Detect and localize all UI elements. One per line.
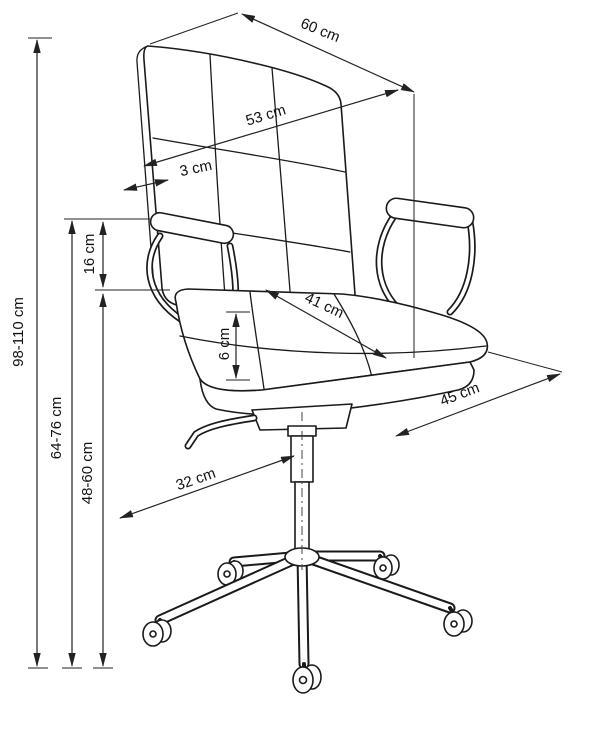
dim-seat-height: 48-60 cm [79,293,107,667]
chair-armrest-pads [149,197,475,245]
chair-backrest [136,45,357,325]
chair-armrest-frames [146,212,476,326]
dim-armrest-to-seat: 16 cm [81,221,107,288]
dim-total-height: 98-110 cm [10,39,41,667]
caster-front [292,662,322,694]
dim-total-height-label: 98-110 cm [10,297,27,367]
caster-back-left [217,560,244,586]
chair-base [142,547,473,694]
dim-cushion-thickness-label: 6 cm [216,328,233,361]
chair-illustration [136,45,489,694]
dim-backrest-thickness-label: 3 cm [178,157,213,180]
dim-backrest-width-label: 60 cm [298,15,342,46]
chair-mechanism [184,403,353,450]
dim-seat-height-label: 48-60 cm [79,442,96,505]
caster-back-right [373,554,400,580]
ext-backrest-top [149,12,239,45]
dim-cushion-thickness: 6 cm [216,313,240,379]
caster-right [443,606,473,637]
dim-armrest-height-label: 64-76 cm [48,397,65,460]
dim-backrest-thickness: 3 cm [123,157,214,191]
dim-armrest-height: 64-76 cm [48,220,76,667]
dim-base-arm-length-label: 32 cm [174,465,218,494]
dim-base-arm-length: 32 cm [119,455,295,519]
dim-armrest-to-seat-label: 16 cm [81,234,98,275]
caster-left [142,618,172,647]
ext-seat-right [487,351,563,373]
